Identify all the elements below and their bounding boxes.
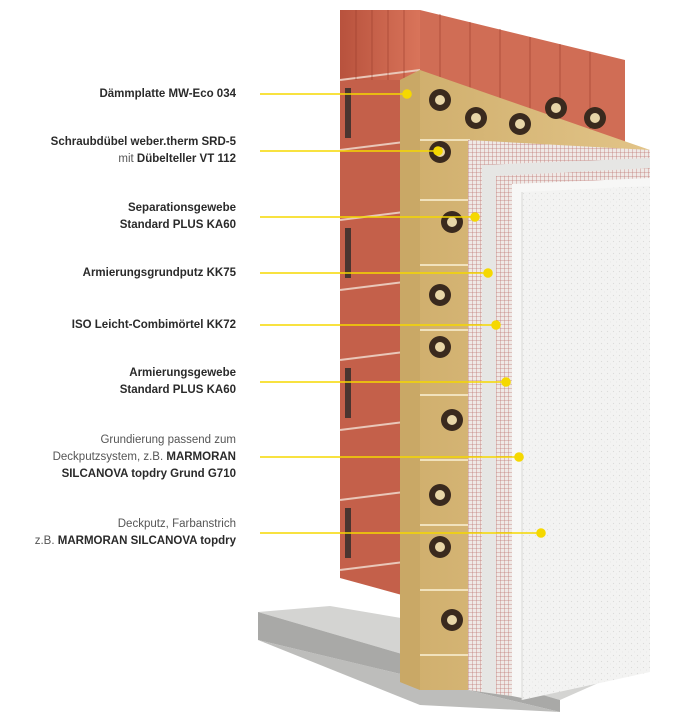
label-line: Standard PLUS KA60 [120, 217, 236, 234]
label-text: Dämmplatte MW-Eco 034 [99, 88, 236, 100]
label-line: Deckputz, Farbanstrich [35, 516, 236, 533]
label-text: Deckputz, Farbanstrich [117, 518, 236, 530]
label-text: MARMORAN [166, 451, 236, 463]
label-line: Deckputzsystem, z.B. MARMORAN [53, 449, 236, 466]
label-armierungsgrundputz: Armierungsgrundputz KK75 [83, 265, 236, 282]
label-iso-combimoertel: ISO Leicht-Combimörtel KK72 [72, 317, 236, 334]
label-line: mit Dübelteller VT 112 [51, 151, 236, 168]
label-line: Dämmplatte MW-Eco 034 [99, 86, 236, 103]
label-text: Armierungsgewebe [129, 367, 236, 379]
leader-lines [260, 89, 546, 538]
label-line: Schraubdübel weber.therm SRD-5 [51, 134, 236, 151]
label-text: mit [118, 153, 137, 165]
label-text: ISO Leicht-Combimörtel KK72 [71, 319, 236, 331]
label-schraubduebel: Schraubdübel weber.therm SRD-5 mit Dübelt… [51, 134, 236, 168]
label-line: Standard PLUS KA60 [120, 382, 236, 399]
label-line: Armierungsgewebe [120, 365, 236, 382]
reinforcing-mesh [496, 168, 650, 696]
label-line: Separationsgewebe [120, 200, 236, 217]
label-text: Deckputzsystem, z.B. [52, 451, 167, 463]
label-text: Dübelteller VT 112 [136, 153, 236, 165]
label-text: Grundierung passend zum [100, 434, 236, 446]
label-line: Armierungsgrundputz KK75 [83, 265, 236, 282]
label-text: MARMORAN SILCANOVA topdry [57, 535, 236, 547]
label-line: ISO Leicht-Combimörtel KK72 [72, 317, 236, 334]
label-text: Standard PLUS KA60 [119, 219, 236, 231]
label-line: z.B. MARMORAN SILCANOVA topdry [35, 533, 236, 550]
label-text: Armierungsgrundputz KK75 [82, 267, 236, 279]
label-text: Schraubdübel weber.therm SRD-5 [50, 136, 236, 148]
insulation-layer [400, 70, 650, 690]
label-text: SILCANOVA topdry Grund G710 [61, 468, 236, 480]
label-daemmplatte: Dämmplatte MW-Eco 034 [99, 86, 236, 103]
label-line: Grundierung passend zum [53, 432, 236, 449]
label-deckputz: Deckputz, Farbanstrich z.B. MARMORAN SILC… [35, 516, 236, 550]
label-text: Standard PLUS KA60 [119, 384, 236, 396]
label-line: SILCANOVA topdry Grund G710 [53, 466, 236, 483]
label-text: z.B. [34, 535, 58, 547]
label-text: Separationsgewebe [127, 202, 236, 214]
finish-plaster [522, 186, 650, 700]
